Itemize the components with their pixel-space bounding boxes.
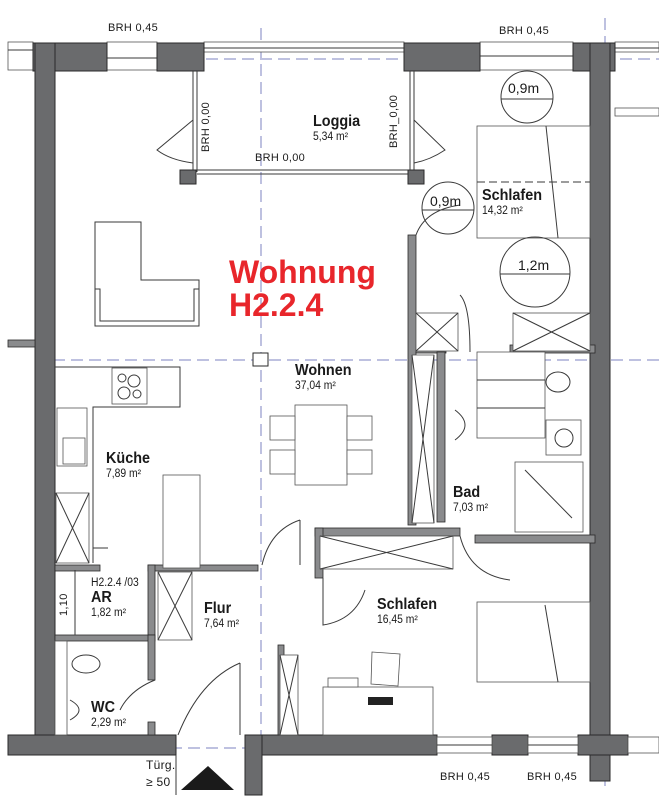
doors — [93, 204, 511, 736]
room-name: Flur — [204, 600, 232, 617]
desk — [322, 651, 434, 736]
room-name: Schlafen — [377, 596, 438, 613]
door-label-line-2: ≥ 50 — [146, 775, 171, 789]
exterior-walls — [7, 42, 629, 796]
brh-top-left: BRH 0,45 — [108, 22, 159, 34]
clearance-bad: 1,2m — [518, 257, 550, 273]
top-windows — [7, 41, 659, 117]
loggia-frame — [156, 71, 446, 185]
room-area: 14,32 m² — [482, 205, 523, 217]
room-kueche: Küche 7,89 m² — [106, 450, 155, 480]
room-schlafen-1: Schlafen 14,32 m² — [482, 187, 549, 217]
room-area: 37,04 m² — [295, 380, 336, 392]
room-area: 7,89 m² — [106, 468, 142, 480]
brh-loggia-bottom: BRH 0,00 — [255, 152, 306, 164]
room-code: H2.2.4 /03 — [91, 577, 139, 589]
brh-bottom-right: BRH 0,45 — [527, 771, 578, 783]
room-name: Loggia — [313, 113, 361, 130]
room-area: 2,29 m² — [91, 717, 127, 729]
kitchen-furniture — [55, 366, 201, 569]
bottom-windows — [436, 736, 659, 754]
room-name: Wohnen — [295, 362, 352, 379]
wc-fixtures — [54, 570, 101, 736]
clearance-circles — [421, 70, 571, 308]
room-name: Bad — [453, 484, 481, 501]
door-label-line-1: Türg. — [146, 758, 176, 772]
apartment-title: Wohnung H2.2.4 — [229, 256, 376, 322]
title-line-1: Wohnung — [229, 254, 376, 290]
room-name: AR — [91, 589, 112, 606]
door-width-label: Türg. ≥ 50 — [146, 757, 176, 791]
brh-loggia-right: BRH_0,00 — [388, 94, 400, 148]
room-name: WC — [91, 699, 115, 716]
room-area: 7,03 m² — [453, 502, 489, 514]
beds — [476, 125, 591, 683]
room-wohnen: Wohnen 37,04 m² — [295, 362, 358, 392]
clearance-schlafen-side: 0,9m — [430, 193, 462, 209]
room-area: 1,82 m² — [91, 607, 127, 619]
brh-loggia-left: BRH 0,00 — [200, 101, 212, 152]
room-area: 16,45 m² — [377, 614, 418, 626]
living-furniture — [94, 221, 373, 486]
room-wc: WC 2,29 m² — [91, 699, 130, 729]
room-area: 7,64 m² — [204, 618, 240, 630]
dimension-ar-width: 1,10 — [58, 593, 70, 616]
title-line-2: H2.2.4 — [229, 287, 324, 323]
room-bad: Bad 7,03 m² — [453, 484, 492, 514]
entrance-arrow-icon — [181, 766, 234, 790]
room-flur: Flur 7,64 m² — [204, 600, 243, 630]
brh-top-right: BRH 0,45 — [499, 25, 550, 37]
clearance-schlafen-top: 0,9m — [508, 80, 540, 96]
wardrobes — [55, 312, 591, 736]
room-schlafen-2: Schlafen 16,45 m² — [377, 596, 444, 626]
brh-bottom-mid: BRH 0,45 — [440, 771, 491, 783]
room-area: 5,34 m² — [313, 131, 349, 143]
room-name: Küche — [106, 450, 151, 467]
room-name: Schlafen — [482, 187, 543, 204]
room-loggia: Loggia 5,34 m² — [313, 113, 365, 143]
bathroom-fixtures — [454, 351, 584, 533]
room-ar: H2.2.4 /03 AR 1,82 m² — [91, 577, 144, 619]
